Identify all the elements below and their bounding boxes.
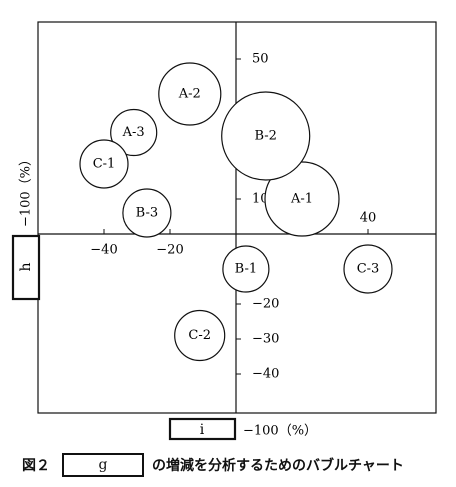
caption-text: の増減を分析するためのバブルチャート bbox=[152, 458, 404, 474]
bubble: C-2 bbox=[174, 309, 226, 362]
bubble: B-1 bbox=[222, 245, 270, 293]
x-tick-label: −40 bbox=[90, 243, 117, 258]
x-tick-label: −20 bbox=[156, 243, 183, 258]
plot-frame bbox=[37, 21, 437, 414]
bubble-label: C-2 bbox=[188, 328, 211, 343]
y-axis-unit-label: −100（%） bbox=[19, 153, 34, 227]
x-tick-label: 40 bbox=[360, 211, 377, 226]
y-tick-label: −40 bbox=[252, 367, 279, 382]
x-axis-label: i bbox=[200, 422, 205, 438]
bubble-circle bbox=[221, 91, 311, 181]
bubble-circle bbox=[174, 309, 226, 362]
figure-caption: 図２ g の増減を分析するためのバブルチャート bbox=[22, 452, 404, 478]
figure-number: 図２ bbox=[22, 458, 50, 474]
tick-labels: −40−2020405010−20−30−40 bbox=[90, 52, 376, 382]
bubble: A-2 bbox=[158, 62, 222, 126]
y-tick-label: 50 bbox=[252, 52, 269, 67]
y-tick-label: −20 bbox=[252, 297, 279, 312]
bubble: A-3 bbox=[110, 108, 158, 157]
bubble-circle bbox=[110, 108, 158, 157]
bubble-circle bbox=[264, 161, 340, 237]
bubble-label: A-2 bbox=[178, 87, 201, 102]
bubble-label: C-1 bbox=[93, 157, 116, 172]
y-axis-label-box bbox=[11, 234, 41, 301]
bubble: C-3 bbox=[343, 244, 393, 294]
bubble-label: B-3 bbox=[136, 206, 158, 221]
bubbles: A-1 A-2A-3B-1 B-2B-3 C-1C-2 C-3 bbox=[79, 62, 393, 362]
bubble-circle bbox=[343, 244, 393, 294]
caption-blank-box: g bbox=[62, 453, 144, 477]
bubble-label: B-1 bbox=[235, 262, 257, 277]
bubble-circle bbox=[122, 188, 172, 238]
x-axis-label-box bbox=[168, 417, 237, 441]
y-tick-label: 10 bbox=[252, 192, 269, 207]
bubble: C-1 bbox=[79, 139, 129, 189]
y-axis-label: h bbox=[18, 262, 34, 271]
bubble-label: C-3 bbox=[357, 262, 380, 277]
y-tick-label: −30 bbox=[252, 332, 279, 347]
bubble-circle bbox=[222, 245, 270, 293]
bubble: A-1 bbox=[264, 161, 340, 237]
bubble-circle bbox=[158, 62, 222, 126]
bubble: B-3 bbox=[122, 188, 172, 238]
bubble: B-2 bbox=[221, 91, 311, 181]
x-axis-unit-label: −100（%） bbox=[243, 424, 317, 439]
bubble-label: A-3 bbox=[122, 125, 145, 140]
bubble-label: A-1 bbox=[290, 192, 313, 207]
bubble-circle bbox=[79, 139, 129, 189]
bubble-label: B-2 bbox=[254, 129, 276, 144]
